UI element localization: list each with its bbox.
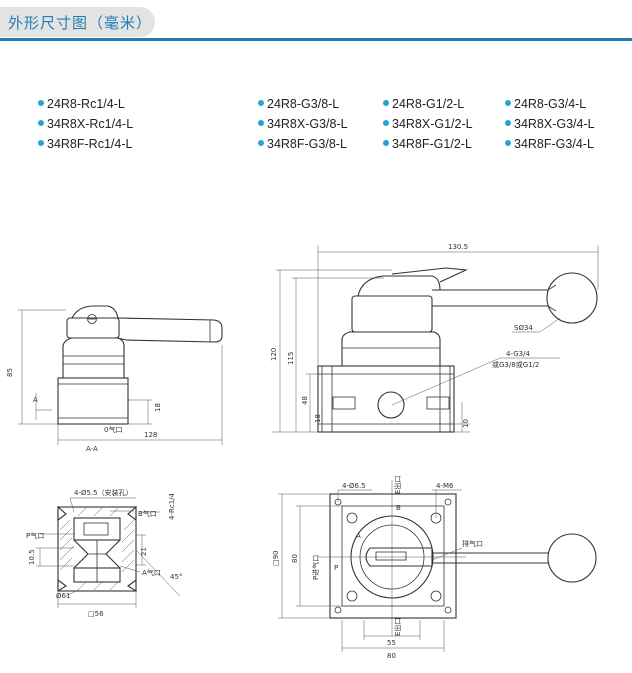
port-p-mark: P bbox=[334, 564, 338, 572]
model-item: 24R8-G3/8-L bbox=[258, 97, 339, 111]
bullet-icon bbox=[505, 120, 511, 126]
dim-width-128: 128 bbox=[144, 431, 157, 439]
dim-48: 48 bbox=[301, 396, 309, 405]
bullet-icon bbox=[383, 100, 389, 106]
port-a-mark: A bbox=[356, 532, 361, 540]
model-item: 34R8X-Rc1/4-L bbox=[38, 117, 133, 131]
bullet-icon bbox=[258, 120, 264, 126]
dim-21: 21 bbox=[140, 547, 148, 556]
section-view bbox=[36, 497, 181, 608]
e-outlet-top: E出口 bbox=[393, 476, 402, 494]
header-divider bbox=[0, 38, 632, 41]
port-o-label: 0气口 bbox=[104, 425, 122, 434]
model-item: 24R8-Rc1/4-L bbox=[38, 97, 125, 111]
model-item: 34R8X-G1/2-L bbox=[383, 117, 473, 131]
section-mark-a: A bbox=[33, 396, 38, 404]
bullet-icon bbox=[38, 100, 44, 106]
bullet-icon bbox=[38, 120, 44, 126]
dim-10: 10 bbox=[462, 419, 470, 428]
p-port-label: P气口 bbox=[26, 531, 44, 540]
dim-80-vertical: 80 bbox=[291, 554, 299, 563]
bullet-icon bbox=[383, 140, 389, 146]
model-item: 24R8-G3/4-L bbox=[505, 97, 586, 111]
bullet-icon bbox=[38, 140, 44, 146]
angle-45: 45° bbox=[170, 573, 182, 581]
ports-alternate: 或G3/8或G1/2 bbox=[492, 360, 539, 369]
dim-55: 55 bbox=[387, 639, 396, 647]
e-outlet-bottom: E出口 bbox=[393, 618, 402, 636]
model-item: 34R8X-G3/4-L bbox=[505, 117, 595, 131]
right-side-view bbox=[272, 245, 599, 433]
dim-120: 120 bbox=[270, 348, 278, 361]
model-item: 34R8F-G1/2-L bbox=[383, 137, 472, 151]
section-label-aa: A-A bbox=[86, 445, 98, 453]
dim-80-horizontal: 80 bbox=[387, 652, 396, 660]
dim-height-85: 85 bbox=[6, 368, 14, 377]
bullet-icon bbox=[505, 140, 511, 146]
header-tab bbox=[0, 7, 155, 37]
left-side-view bbox=[18, 305, 223, 445]
dim-width-130-5: 130.5 bbox=[448, 243, 468, 251]
holes-6-5: 4-Ø6.5 bbox=[342, 482, 366, 490]
bullet-icon bbox=[258, 100, 264, 106]
p-inlet-label: P进气口 bbox=[311, 555, 320, 580]
dim-18-right: 18 bbox=[314, 414, 322, 423]
model-item: 24R8-G1/2-L bbox=[383, 97, 464, 111]
dim-square-56: □56 bbox=[88, 610, 104, 618]
port-b-mark: B bbox=[396, 504, 401, 512]
exhaust-label: 排气口 bbox=[462, 539, 483, 548]
bullet-icon bbox=[505, 100, 511, 106]
ports-g3-4: 4-G3/4 bbox=[506, 350, 530, 358]
top-view bbox=[278, 480, 597, 652]
dim-square-90: □90 bbox=[272, 550, 280, 566]
model-item: 34R8F-Rc1/4-L bbox=[38, 137, 132, 151]
mounting-holes-label: 4-Ø5.5（安装孔） bbox=[74, 488, 133, 497]
model-item: 34R8F-G3/8-L bbox=[258, 137, 347, 151]
section-hatching bbox=[59, 507, 135, 591]
dim-diameter-61: Ø61 bbox=[56, 592, 70, 600]
b-port-label: B气口 bbox=[138, 509, 157, 518]
bullet-icon bbox=[258, 140, 264, 146]
dim-115: 115 bbox=[287, 352, 295, 365]
screws-m6: 4-M6 bbox=[436, 482, 454, 490]
a-port-label: A气口 bbox=[142, 568, 161, 577]
thread-rc1-4: 4-Rc1/4 bbox=[168, 492, 176, 520]
section-header: 外形尺寸图（毫米） bbox=[0, 7, 632, 41]
model-item: 34R8F-G3/4-L bbox=[505, 137, 594, 151]
sphere-diameter: SØ34 bbox=[514, 324, 533, 332]
dim-10-5: 10.5 bbox=[28, 549, 36, 565]
bullet-icon bbox=[383, 120, 389, 126]
page-title: 外形尺寸图（毫米） bbox=[8, 14, 153, 32]
dim-18: 18 bbox=[154, 403, 162, 412]
model-item: 34R8X-G3/8-L bbox=[258, 117, 348, 131]
